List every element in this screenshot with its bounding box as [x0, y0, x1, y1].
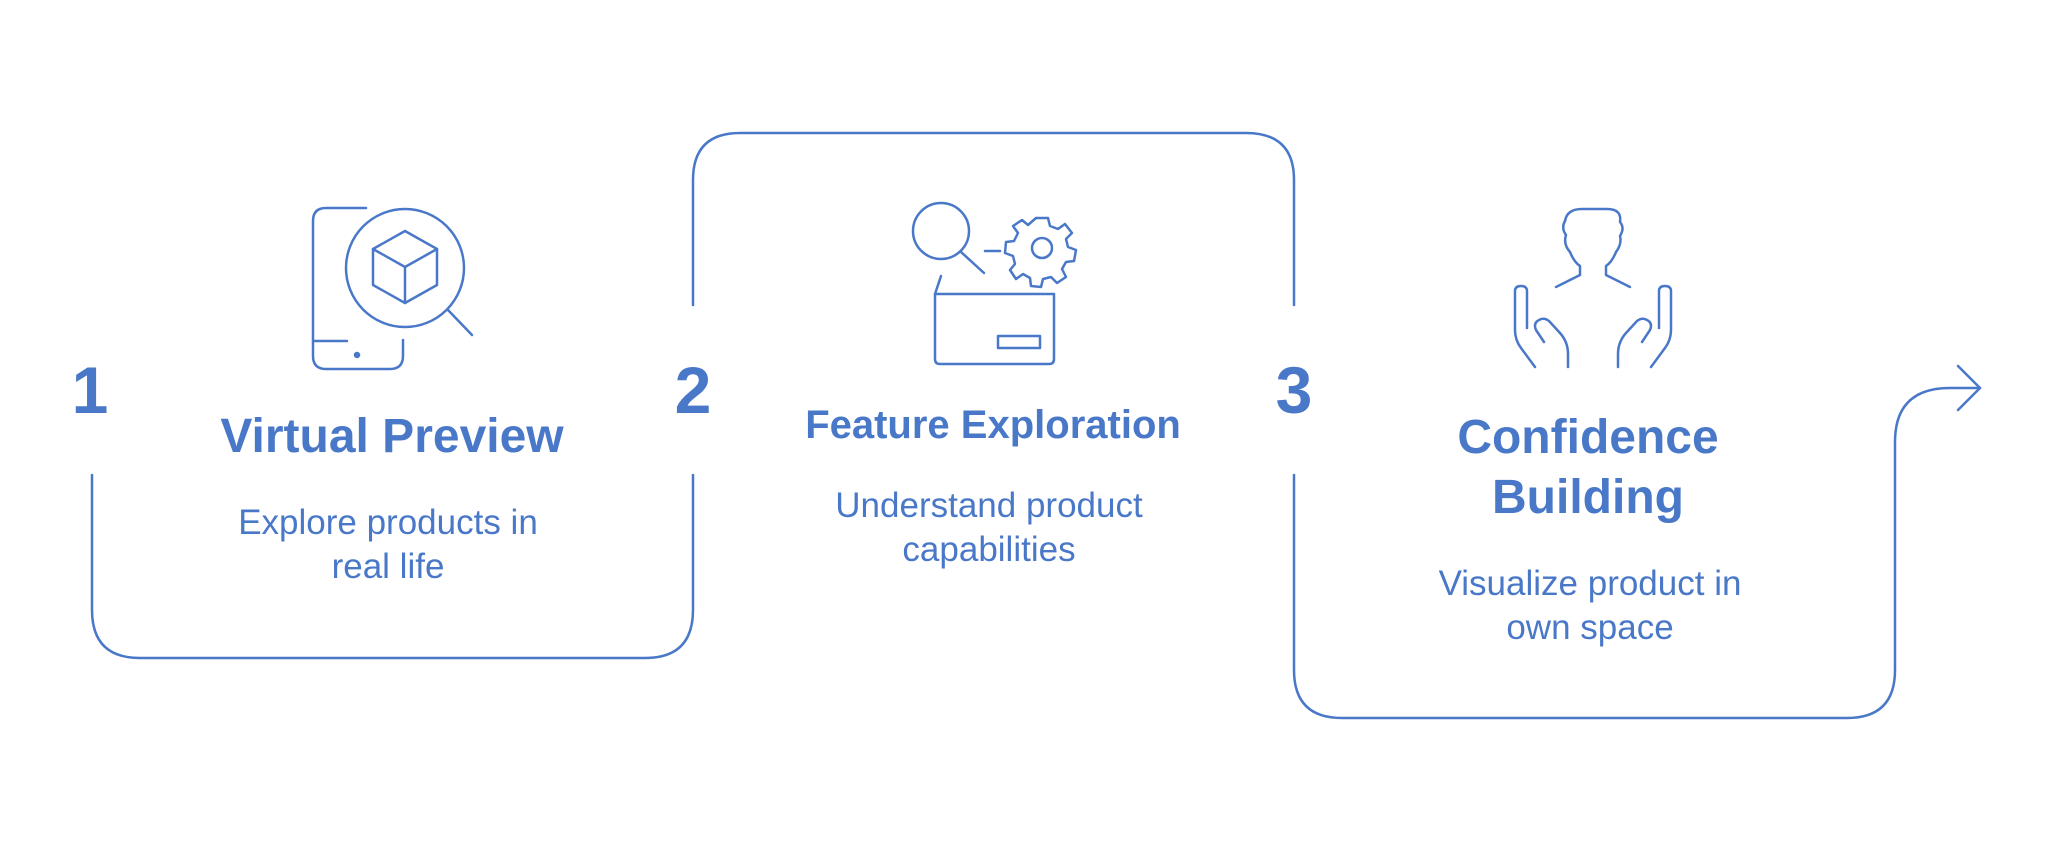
step-number-3: 3: [1276, 353, 1313, 427]
step-2-description-line-1: Understand product: [835, 486, 1143, 525]
step-3-title-line-1: Confidence: [1457, 411, 1718, 464]
step-number-1: 1: [72, 353, 109, 427]
person-hands-icon: [1513, 207, 1673, 369]
connector-segment-3: [1292, 386, 1982, 720]
search-gear-box-icon: [911, 201, 1078, 366]
step-3-title-line-2: Building: [1492, 471, 1684, 524]
step-1-title: Virtual Preview: [220, 410, 564, 463]
phone-magnifier-cube-icon: [311, 206, 474, 371]
step-3-description-line-1: Visualize product in: [1439, 564, 1742, 603]
step-1-description-line-1: Explore products in: [238, 503, 538, 542]
arrowhead-icon: [1956, 364, 1982, 412]
step-number-2: 2: [675, 353, 712, 427]
step-1-description-line-2: real life: [332, 547, 445, 586]
step-2-title: Feature Exploration: [805, 403, 1181, 447]
connector-segment-2: [691, 131, 1296, 307]
step-3-description-line-2: own space: [1506, 608, 1673, 647]
flow-connector: [90, 131, 1982, 720]
step-2-description-line-2: capabilities: [902, 530, 1075, 569]
connector-segment-1: [90, 473, 695, 660]
